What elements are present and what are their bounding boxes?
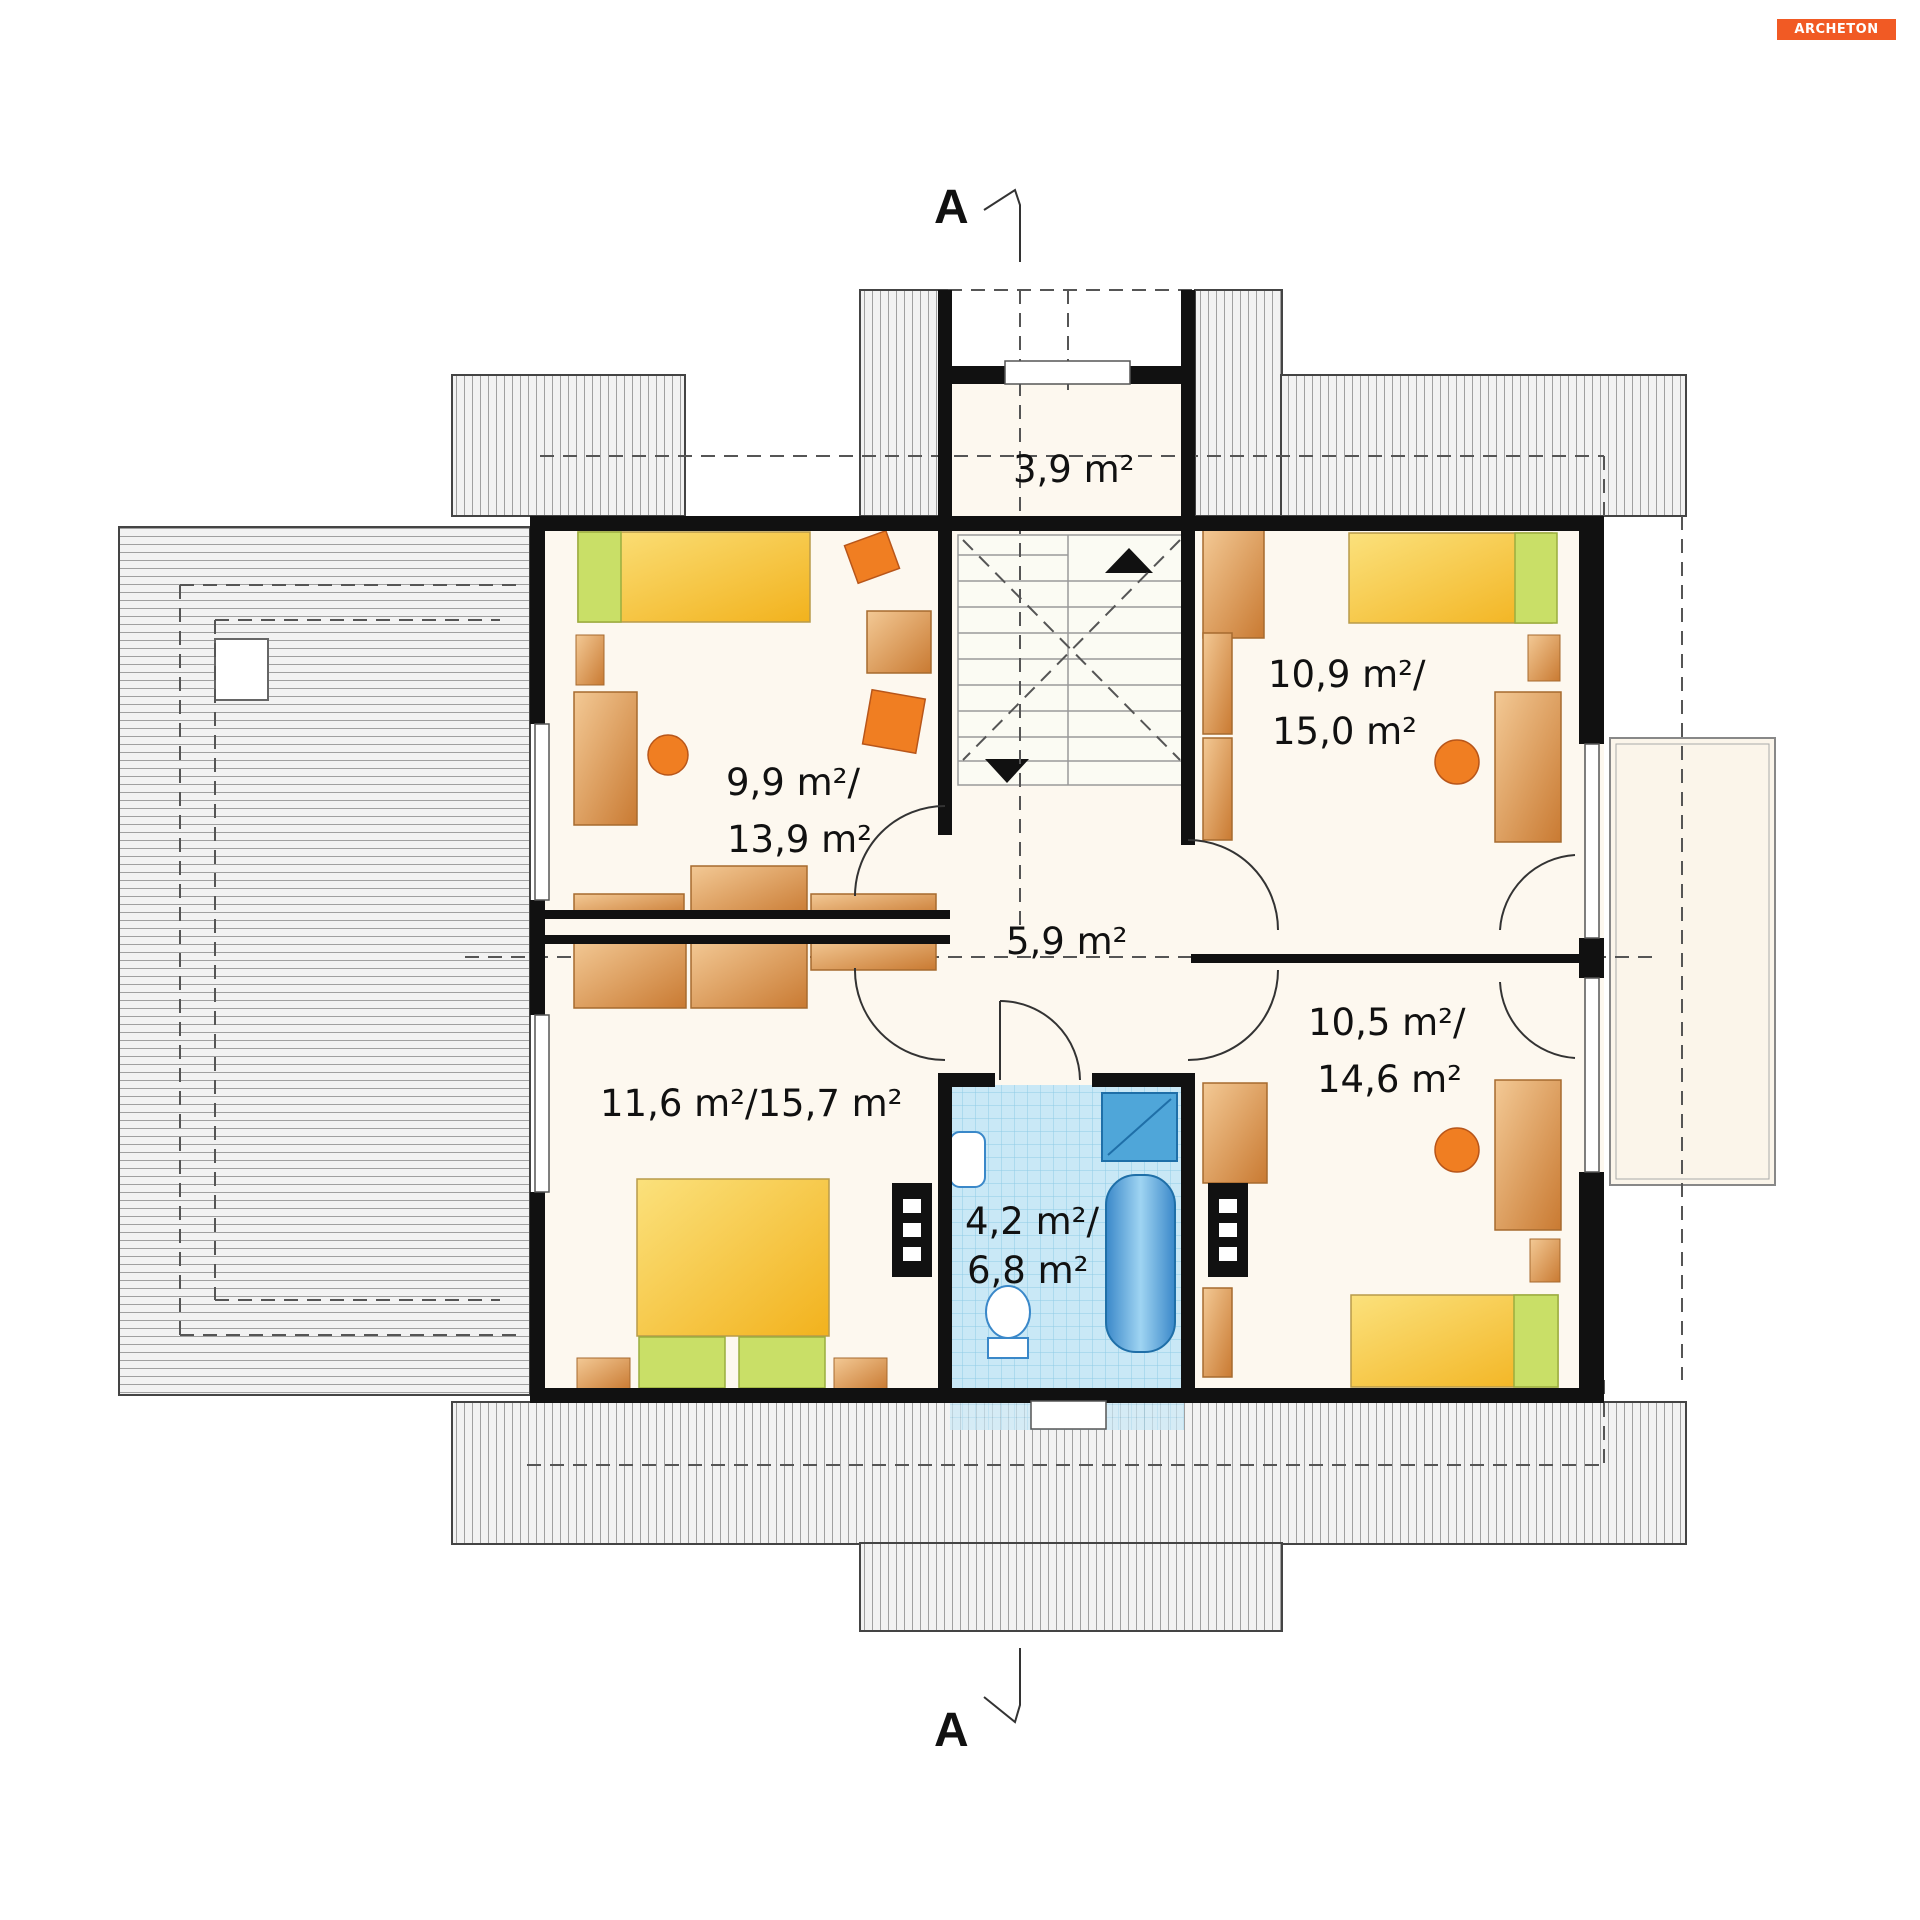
bathtub — [1105, 1174, 1176, 1353]
stairs-down-arrow — [985, 759, 1029, 783]
room-area-bedroom-sw: 11,6 m²/15,7 m² — [600, 1082, 903, 1125]
room-area-bathroom-1: 4,2 m²/ — [965, 1200, 1099, 1243]
chair-ne — [1434, 739, 1480, 785]
room-labels: 3,9 m² 9,9 m²/ 13,9 m² 10,9 m²/ 15,0 m² … — [600, 448, 1466, 1292]
roof-window — [214, 638, 269, 701]
toilet — [985, 1285, 1031, 1339]
room-area-bedroom-se-1: 10,5 m²/ — [1308, 1001, 1466, 1044]
section-mark-bottom: A — [934, 1648, 1021, 1757]
bed-sw — [636, 1178, 830, 1337]
svg-text:A: A — [934, 1704, 969, 1757]
chair-nw — [647, 734, 689, 776]
room-area-hall: 5,9 m² — [1006, 920, 1127, 963]
room-area-bedroom-nw-2: 13,9 m² — [727, 818, 872, 861]
section-mark-top: A — [934, 181, 1021, 262]
room-area-vestibule: 3,9 m² — [1013, 448, 1134, 491]
room-area-bedroom-nw-1: 9,9 m²/ — [726, 761, 860, 804]
desk-se — [1494, 1079, 1562, 1231]
sink — [949, 1131, 986, 1188]
stairs-up-arrow — [1105, 548, 1153, 573]
desk-nw — [573, 691, 638, 826]
room-area-bedroom-ne-1: 10,9 m²/ — [1268, 653, 1426, 696]
staircase — [957, 534, 1184, 786]
room-area-bedroom-ne-2: 15,0 m² — [1272, 710, 1417, 753]
room-area-bedroom-se-2: 14,6 m² — [1317, 1058, 1462, 1101]
chair-se — [1434, 1127, 1480, 1173]
door-swings — [853, 805, 1576, 1081]
windows — [534, 360, 1600, 1430]
balcony — [1609, 737, 1776, 1186]
svg-text:A: A — [934, 181, 969, 234]
walls — [530, 290, 1604, 1403]
archeton-logo: ARCHETON — [1777, 19, 1896, 40]
room-area-bathroom-2: 6,8 m² — [967, 1249, 1088, 1292]
desk-ne — [1494, 691, 1562, 843]
